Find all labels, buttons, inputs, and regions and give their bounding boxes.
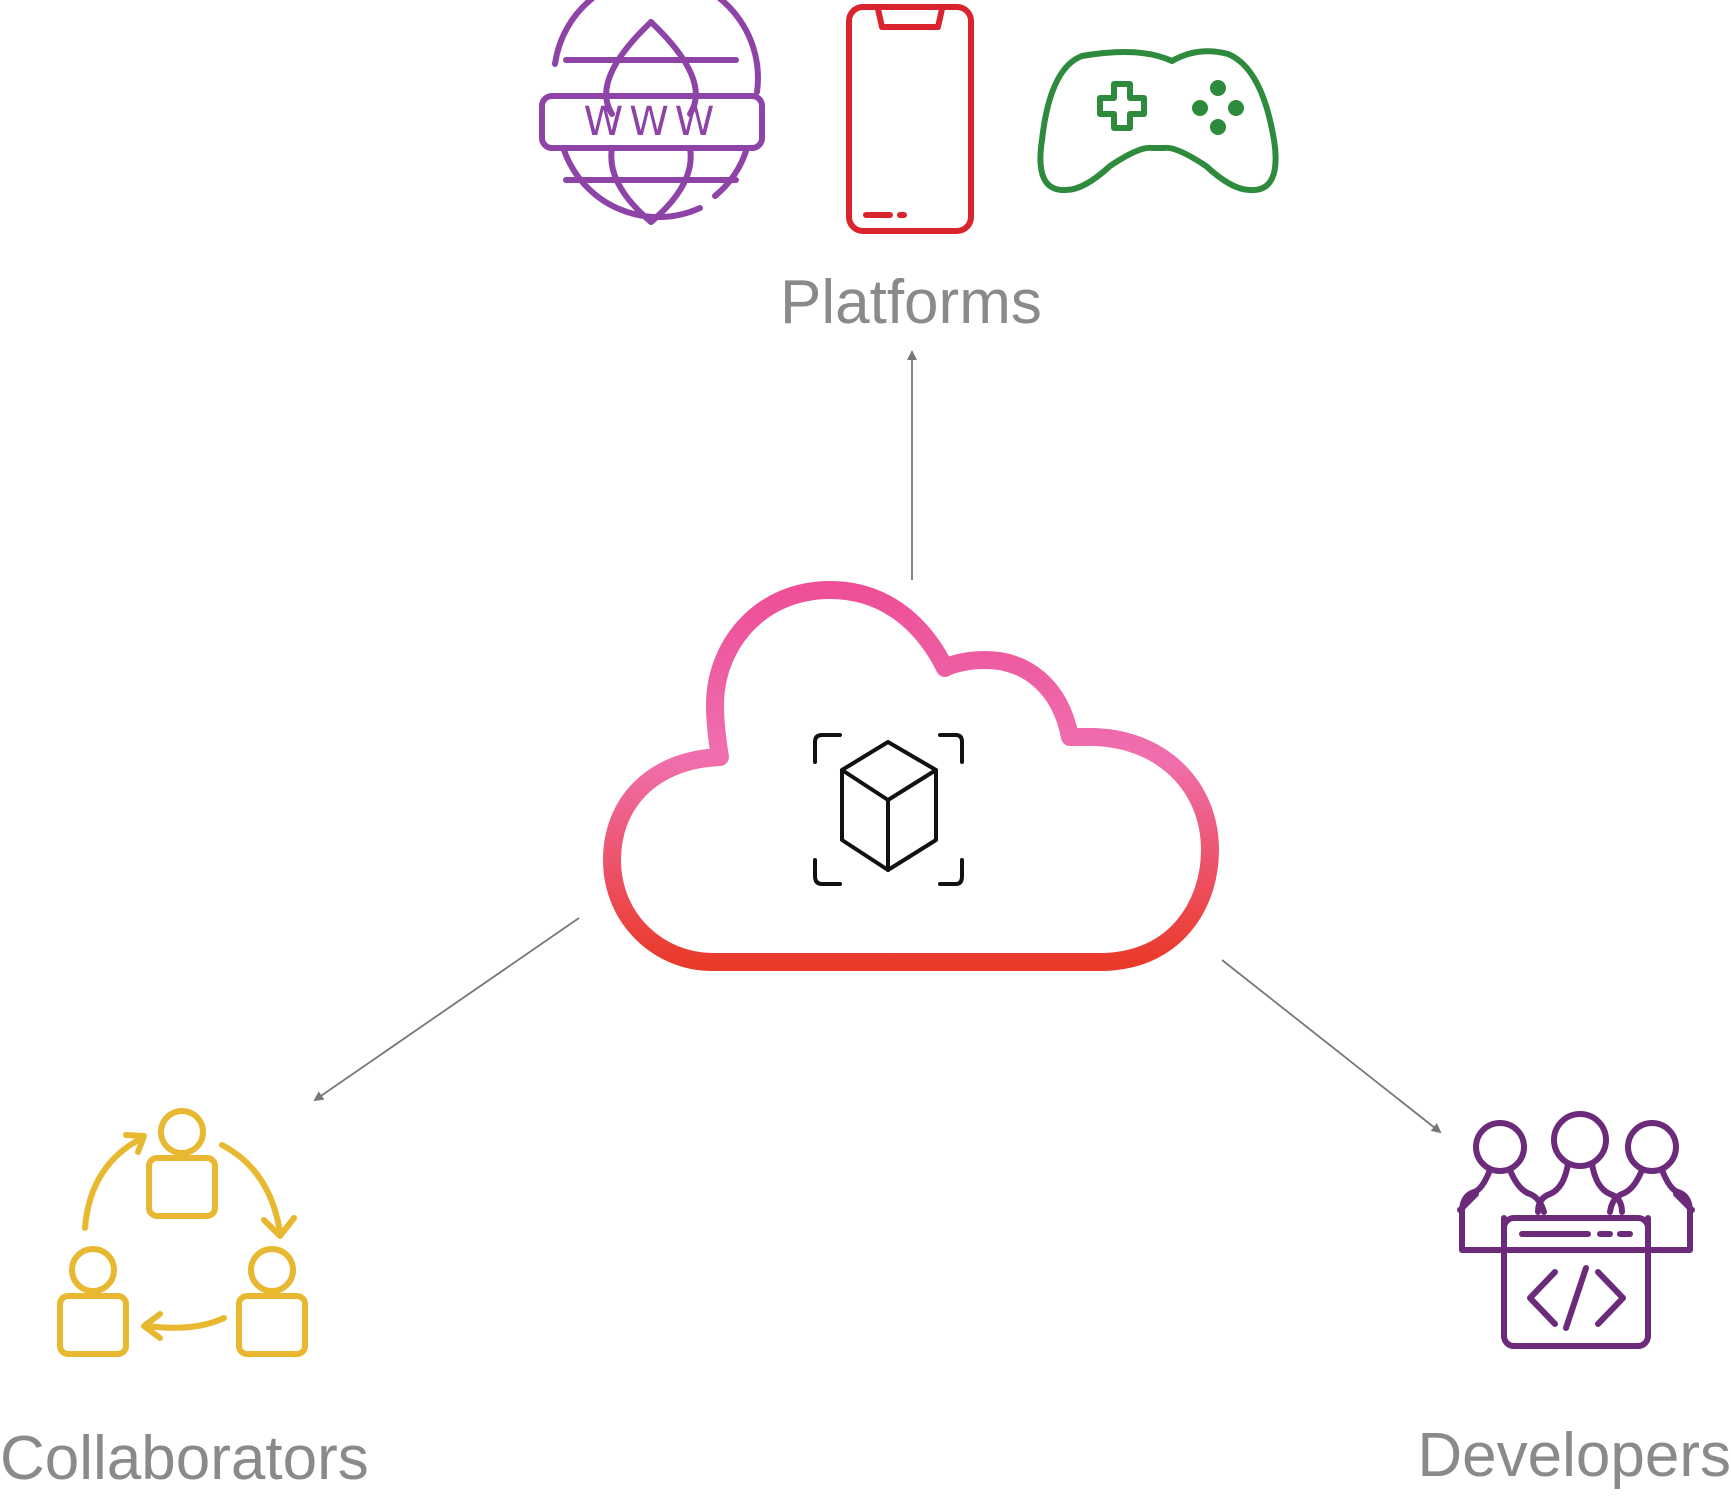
- developer-team-icon: [1457, 1111, 1695, 1349]
- gamepad-icon: [1037, 48, 1279, 194]
- developers-label: Developers: [1417, 1421, 1731, 1490]
- smartphone-icon: [846, 4, 974, 234]
- arrow-to-developers: [1221, 959, 1442, 1134]
- ar-cube-icon: [813, 733, 964, 886]
- collaboration-cycle-icon: [57, 1108, 308, 1357]
- www-icon-text: WWW: [584, 99, 721, 145]
- arrow-to-collaborators: [313, 917, 580, 1102]
- gamepad-buttons: [1192, 80, 1244, 135]
- globe-www-icon: [539, 0, 765, 225]
- platforms-label: Platforms: [780, 268, 1042, 337]
- cloud-icon: [603, 581, 1219, 971]
- collaborators-label: Collaborators: [0, 1424, 369, 1493]
